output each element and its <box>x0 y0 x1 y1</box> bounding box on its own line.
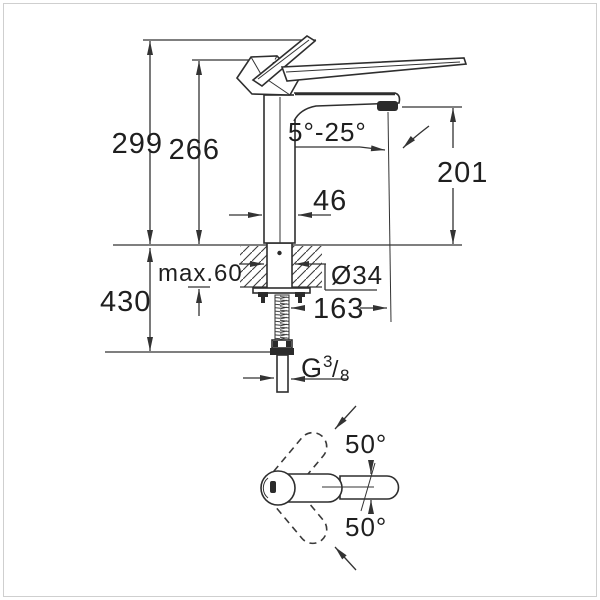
dimension-labels: 299 266 5°-25° 201 46 max.60 Ø34 430 163… <box>100 117 488 542</box>
outlet-extension-line <box>387 111 392 323</box>
hose-nut-band <box>270 348 294 355</box>
spray-angle-arrow <box>359 145 386 152</box>
label-outlet-height: 201 <box>437 157 488 189</box>
label-hole-diameter: Ø34 <box>331 260 383 290</box>
counter-hatch-left <box>240 246 268 287</box>
swivel-lower-arrow <box>334 546 357 571</box>
shank-detail-dot <box>277 250 282 256</box>
lever-raised <box>251 35 317 88</box>
handle-swivel-upper-dashed <box>261 431 328 505</box>
label-spray-angle: 5°-25° <box>288 117 367 147</box>
lever-horizontal <box>280 57 468 82</box>
thread-g: G <box>301 353 323 383</box>
aerator-outlet <box>377 101 398 111</box>
mounting-shank <box>266 242 293 290</box>
thread-numerator: 3 <box>323 352 333 371</box>
counter-hatch-right <box>292 246 322 287</box>
cap-detail-mark <box>270 481 276 493</box>
label-thread-size: G 3 / 8 <box>301 352 350 385</box>
label-swivel-upper: 50° <box>345 429 387 459</box>
swivel-upper-arrow <box>334 405 357 430</box>
label-body-width: 46 <box>313 185 347 217</box>
supply-hose <box>270 294 294 393</box>
faucet-top-view <box>260 405 400 571</box>
mounting-bolt-right <box>295 292 305 297</box>
spray-angle-curved-arrow <box>402 125 430 149</box>
thread-denominator: 8 <box>340 366 350 385</box>
spout <box>293 92 401 122</box>
label-overall-height: 299 <box>112 128 163 160</box>
counter-section <box>113 242 462 303</box>
faucet-side-view <box>235 35 468 244</box>
cap-top-view <box>260 470 296 506</box>
connection-tail-pipe <box>276 354 289 393</box>
mounting-bolt-left <box>258 292 268 297</box>
thread-slash: / <box>332 356 339 382</box>
label-lever-height: 266 <box>169 134 220 166</box>
label-swivel-lower: 50° <box>345 512 387 542</box>
braided-hose <box>274 294 290 342</box>
label-hose-drop: 430 <box>100 286 151 318</box>
label-counter-thickness: max.60 <box>158 260 243 287</box>
mounting-washer-plate <box>252 287 311 294</box>
drawing-frame-border <box>3 3 597 597</box>
label-projection: 163 <box>313 293 364 325</box>
